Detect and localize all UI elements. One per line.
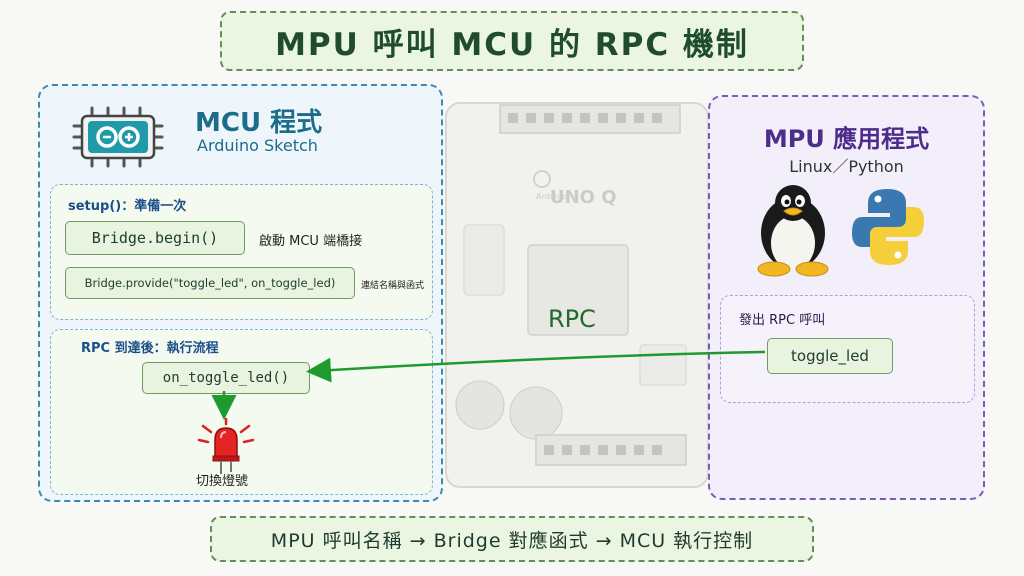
- board-brand-text: Arduino: [536, 192, 567, 201]
- bridge-begin-text: Bridge.begin(): [91, 229, 219, 247]
- mpu-subtitle: Linux／Python: [789, 157, 904, 176]
- python-logo-icon: [852, 189, 924, 265]
- rpc-call-label: 發出 RPC 呼叫: [739, 313, 826, 328]
- footer-banner: MPU 呼叫名稱 → Bridge 對應函式 → MCU 執行控制: [210, 516, 814, 562]
- mcu-panel: MCU 程式 Arduino Sketch setup()：準備一次 Bridg…: [38, 84, 443, 502]
- rpc-arrow-label: RPC: [548, 305, 596, 333]
- mpu-title: MPU 應用程式: [763, 125, 930, 153]
- toggle-led-text: toggle_led: [791, 347, 869, 365]
- linux-tux-icon: [757, 185, 829, 277]
- bridge-provide-text: Bridge.provide("toggle_led", on_toggle_l…: [84, 276, 336, 290]
- setup-section: setup()：準備一次 Bridge.begin() 啟動 MCU 端橋接 B…: [50, 184, 433, 320]
- rpc-flow-label: RPC 到達後：執行流程: [81, 341, 219, 356]
- rpc-call-section: 發出 RPC 呼叫 toggle_led: [720, 295, 975, 403]
- bridge-provide-code: Bridge.provide("toggle_led", on_toggle_l…: [65, 267, 355, 299]
- arduino-chip-icon: [72, 106, 164, 168]
- bridge-begin-note: 啟動 MCU 端橋接: [259, 234, 363, 249]
- led-icon: [197, 418, 255, 474]
- toggle-led-call: toggle_led: [767, 338, 893, 374]
- mcu-title: MCU 程式: [195, 108, 323, 138]
- on-toggle-led-code: on_toggle_led(): [142, 362, 310, 394]
- setup-label: setup()：準備一次: [68, 199, 187, 214]
- page-title: MPU 呼叫 MCU 的 RPC 機制: [275, 26, 749, 63]
- uno-q-board-illustration: UNO Q Arduino: [445, 102, 709, 488]
- on-toggle-led-text: on_toggle_led(): [162, 370, 290, 386]
- rpc-flow-section: RPC 到達後：執行流程 on_toggle_led() 切換燈號: [50, 329, 433, 495]
- led-caption: 切換燈號: [196, 474, 249, 489]
- title-banner: MPU 呼叫 MCU 的 RPC 機制: [220, 11, 804, 71]
- bridge-provide-note: 連結名稱與函式: [361, 281, 425, 291]
- mpu-panel: MPU 應用程式 Linux／Python 發出 RPC 呼叫 toggle_l…: [708, 95, 985, 500]
- mcu-subtitle: Arduino Sketch: [197, 136, 318, 155]
- bridge-begin-code: Bridge.begin(): [65, 221, 245, 255]
- board-model-text: UNO Q: [550, 187, 617, 208]
- footer-summary: MPU 呼叫名稱 → Bridge 對應函式 → MCU 執行控制: [270, 529, 754, 552]
